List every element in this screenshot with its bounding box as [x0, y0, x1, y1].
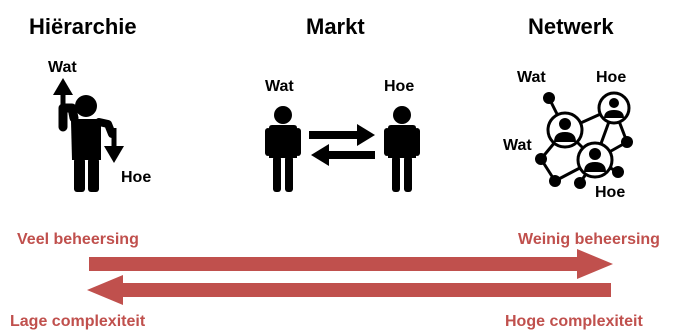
- network-how-bottom-label: Hoe: [595, 184, 626, 201]
- control-low-label: Veel beheersing: [17, 231, 139, 248]
- control-high-label: Weinig beheersing: [518, 231, 660, 248]
- hierarchy-how-label: Hoe: [121, 169, 152, 186]
- hierarchy-what-label: Wat: [48, 59, 77, 76]
- complexity-high-label: Hoge complexiteit: [505, 313, 643, 330]
- network-how-top-label: Hoe: [596, 69, 627, 86]
- heading-hierarchy: Hiërarchie: [29, 14, 137, 39]
- network-what-left-label: Wat: [503, 137, 532, 154]
- network-what-top-label: Wat: [517, 69, 546, 86]
- arrow-left-icon: [87, 275, 611, 305]
- market-how-label: Hoe: [384, 78, 415, 95]
- complexity-low-label: Lage complexiteit: [10, 313, 146, 330]
- heading-network: Netwerk: [528, 14, 614, 39]
- heading-market: Markt: [306, 14, 365, 39]
- market-what-label: Wat: [265, 78, 294, 95]
- arrow-right-icon: [89, 249, 613, 279]
